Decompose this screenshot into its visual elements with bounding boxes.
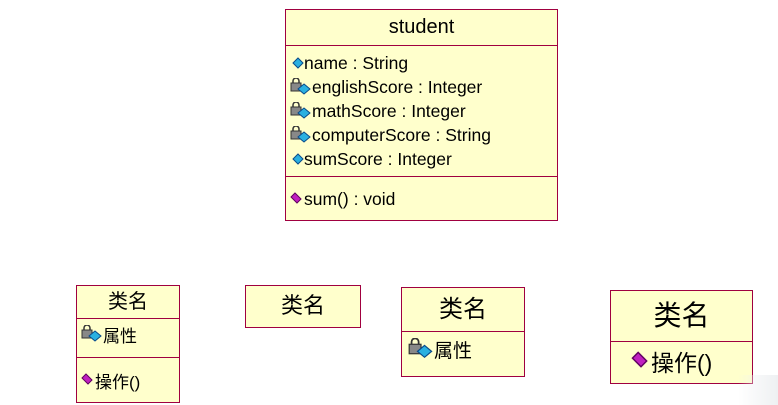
operation-text: 操作() — [651, 350, 713, 376]
attribute-text: computerScore : String — [312, 124, 491, 145]
operation-icon — [81, 373, 95, 387]
private-attribute-icon — [81, 325, 103, 343]
operation-icon — [631, 351, 651, 371]
attribute-row: name : String — [286, 51, 557, 75]
operation-row: 操作() — [611, 342, 752, 380]
operation-row: sum() : void — [286, 187, 557, 211]
private-attribute-icon — [290, 102, 312, 120]
attribute-text: 属性 — [434, 340, 473, 362]
uml-class-example-full: 类名 属性 操作() — [76, 285, 180, 403]
attribute-text: mathScore : Integer — [312, 100, 466, 121]
attribute-row: englishScore : Integer — [286, 75, 557, 99]
operation-row: 操作() — [77, 358, 179, 402]
private-attribute-icon — [290, 126, 312, 144]
attributes-compartment: 属性 — [77, 319, 179, 358]
uml-class-example-operation: 类名 操作() — [610, 290, 753, 384]
attributes-compartment: 属性 — [402, 332, 524, 366]
attribute-text: 属性 — [103, 326, 137, 346]
class-name: 类名 — [402, 288, 524, 332]
operations-compartment: 操作() — [611, 342, 752, 380]
operations-compartment: 操作() — [77, 358, 179, 402]
uml-class-example-attribute: 类名 属性 — [401, 287, 525, 377]
attribute-row: mathScore : Integer — [286, 99, 557, 123]
class-name: 类名 — [77, 286, 179, 319]
attribute-row: 属性 — [77, 319, 179, 349]
attribute-row: computerScore : String — [286, 123, 557, 147]
public-attribute-icon — [290, 152, 304, 166]
attribute-text: name : String — [304, 52, 409, 73]
private-attribute-icon — [408, 338, 434, 360]
uml-class-student: student name : String englishScore : Int… — [285, 9, 558, 221]
operations-compartment: sum() : void — [286, 177, 557, 211]
attribute-text: sumScore : Integer — [304, 148, 452, 169]
attributes-compartment: name : String englishScore : Integer mat… — [286, 46, 557, 177]
uml-class-example-name-only: 类名 — [245, 285, 361, 328]
class-name: 类名 — [280, 293, 325, 318]
operation-icon — [290, 192, 304, 206]
private-attribute-icon — [290, 78, 312, 96]
corner-shading — [738, 375, 778, 405]
attribute-text: englishScore : Integer — [312, 76, 483, 97]
operation-text: sum() : void — [304, 188, 396, 209]
public-attribute-icon — [290, 56, 304, 70]
class-name: 类名 — [611, 291, 752, 342]
operation-text: 操作() — [95, 372, 141, 392]
class-name: student — [286, 10, 557, 46]
attribute-row: sumScore : Integer — [286, 147, 557, 171]
attribute-row: 属性 — [402, 332, 524, 366]
